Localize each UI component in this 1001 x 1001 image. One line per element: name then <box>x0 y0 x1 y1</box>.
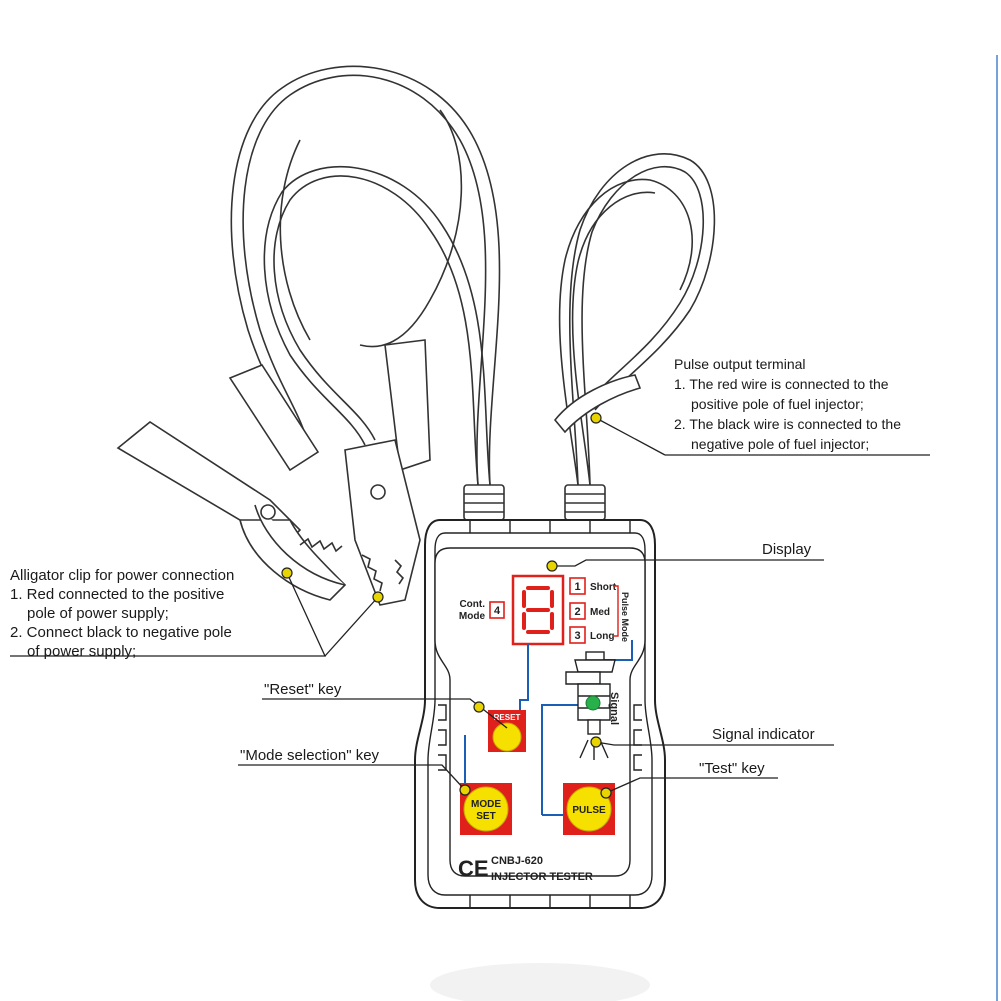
power-cable <box>230 65 501 486</box>
signal-label: Signal <box>608 692 620 725</box>
seven-segment-display <box>511 574 565 646</box>
pulse-output-callout-line1: 1. The red wire is connected to the <box>674 376 889 392</box>
cont-mode-label-1: Cont. <box>459 599 485 610</box>
pulse-output-callout: Pulse output terminal 1. The red wire is… <box>674 354 901 454</box>
reset-key-callout: "Reset" key <box>264 681 342 698</box>
pulse-output-callout-line2: 2. The black wire is connected to the <box>674 416 901 432</box>
strain-reliefs <box>463 484 606 521</box>
pulse-output-callout-title: Pulse output terminal <box>674 356 806 372</box>
pulse-label: PULSE <box>572 805 606 816</box>
leader-lines <box>10 417 930 794</box>
device-grips <box>438 520 642 907</box>
mode-set-label-2: SET <box>476 811 495 822</box>
pulse-output-callout-line1b: positive pole of fuel injector; <box>691 396 864 412</box>
alligator-callout: Alligator clip for power connection 1. R… <box>10 566 234 661</box>
signal-indicator-callout: Signal indicator <box>712 726 815 743</box>
product-name-label: INJECTOR TESTER <box>491 871 593 883</box>
model-label: CNBJ-620 <box>491 855 543 867</box>
alligator-callout-title: Alligator clip for power connection <box>10 567 235 584</box>
alligator-clip-black <box>116 364 347 601</box>
mode-1-label: Short <box>590 582 617 593</box>
alligator-callout-line1b: pole of power supply; <box>27 605 169 622</box>
callout-markers <box>281 412 612 799</box>
mode-set-label-1: MODE <box>471 799 501 810</box>
pulse-output-callout-line2b: negative pole of fuel injector; <box>691 436 870 452</box>
cont-mode-label-2: Mode <box>459 611 486 622</box>
display-callout: Display <box>762 541 812 558</box>
mode-3-label: Long <box>590 631 614 642</box>
alligator-callout-line1: 1. Red connected to the positive <box>10 586 225 603</box>
mode-1-number: 1 <box>574 581 580 593</box>
test-key-callout: "Test" key <box>699 760 765 777</box>
pulse-output-cable <box>553 153 716 486</box>
cont-mode-number: 4 <box>494 605 501 617</box>
mode-2-number: 2 <box>574 606 580 618</box>
mode-3-number: 3 <box>574 630 580 642</box>
reflection <box>430 963 650 1001</box>
pulse-mode-list: 1 Short 2 Med 3 Long Pulse Mode <box>569 577 630 644</box>
reset-label: RESET <box>494 713 521 722</box>
reset-button[interactable]: RESET <box>488 710 526 752</box>
mode-set-button[interactable]: MODE SET <box>460 783 512 835</box>
signal-led <box>585 695 601 711</box>
mode-2-label: Med <box>590 607 610 618</box>
alligator-callout-line2: 2. Connect black to negative pole <box>10 624 232 641</box>
alligator-clip-red <box>344 339 431 606</box>
alligator-callout-line2b: of power supply; <box>27 643 137 660</box>
mode-key-callout: "Mode selection" key <box>240 747 380 764</box>
pulse-mode-label: Pulse Mode <box>620 592 630 642</box>
ce-mark: CE <box>458 856 489 881</box>
cont-mode-box <box>489 601 505 619</box>
